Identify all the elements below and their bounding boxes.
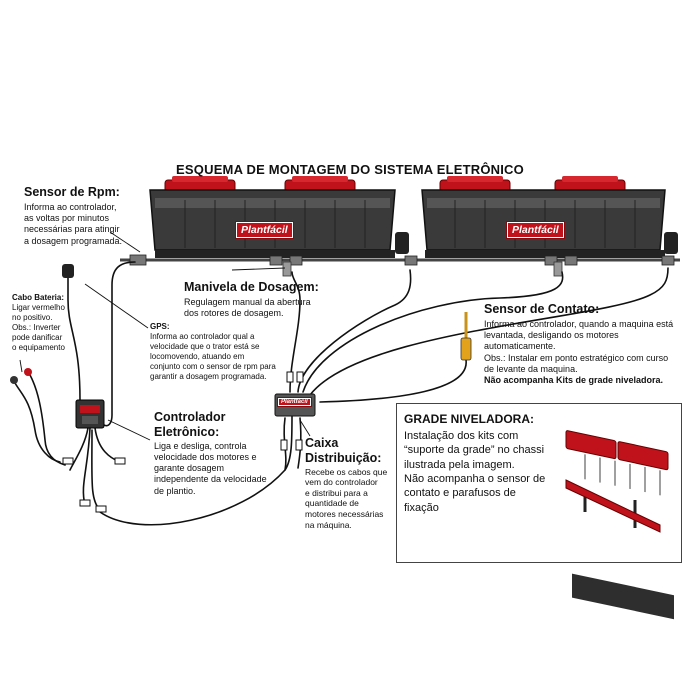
sensor-contato-note: Não acompanha Kits de grade niveladora. xyxy=(484,375,664,385)
brand-logo: Plantfácil xyxy=(236,222,293,238)
sensor-contato-text: Informa ao controlador, quando a maquina… xyxy=(484,319,694,387)
label-sensor-rpm: Sensor de Rpm: Informa ao controlador, a… xyxy=(24,185,164,247)
gps-antenna xyxy=(62,264,74,278)
manivela-text: Regulagem manual da abertura dos rotores… xyxy=(184,296,311,318)
sensor-rpm-heading: Sensor de Rpm: xyxy=(24,185,120,199)
label-cabo-bateria: Cabo Bateria: Ligar vermelho no positivo… xyxy=(12,293,82,353)
hopper-unit-left xyxy=(149,176,409,258)
grade-text: Instalação dos kits com “suporte da grad… xyxy=(404,430,546,514)
battery-clips xyxy=(10,368,32,384)
diagram-title: ESQUEMA DE MONTAGEM DO SISTEMA ELETRÔNIC… xyxy=(176,162,524,177)
contact-sensor xyxy=(460,312,472,361)
sensor-rpm-text: Informa ao controlador, as voltas por mi… xyxy=(24,201,123,246)
grade-niveladora-box xyxy=(396,403,682,563)
label-sensor-contato: Sensor de Contato: Informa ao controlado… xyxy=(484,302,694,386)
cabo-bateria-heading: Cabo Bateria: xyxy=(12,293,65,302)
sensor-contato-heading: Sensor de Contato: xyxy=(484,302,600,316)
caixa-heading: Caixa Distribuição: xyxy=(305,436,382,465)
label-manivela: Manivela de Dosagem: Regulagem manual da… xyxy=(184,280,354,319)
dosage-crank xyxy=(282,261,563,277)
caixa-text: Recebe os cabos que vem do controlador e… xyxy=(305,466,388,530)
grade-illustration xyxy=(565,430,674,620)
motor xyxy=(664,232,678,254)
controller-unit xyxy=(75,399,105,429)
label-gps: GPS: Informa ao controlador qual a veloc… xyxy=(150,322,300,382)
brand-logo: Plantfácil xyxy=(507,222,564,238)
controlador-heading: Controlador Eletrônico: xyxy=(154,410,226,439)
grade-heading: GRADE NIVELADORA: xyxy=(404,412,535,426)
label-controlador: Controlador Eletrônico: Liga e desliga, … xyxy=(154,410,289,497)
hopper-unit-right xyxy=(421,176,678,258)
manivela-heading: Manivela de Dosagem: xyxy=(184,280,319,294)
gps-heading: GPS: xyxy=(150,322,170,331)
brand-logo: Plantfácil xyxy=(278,398,311,406)
label-caixa: Caixa Distribuição: Recebe os cabos que … xyxy=(305,436,400,530)
motor xyxy=(395,232,409,254)
label-grade: GRADE NIVELADORA: Instalação dos kits co… xyxy=(404,412,572,515)
controlador-text: Liga e desliga, controla velocidade dos … xyxy=(154,440,267,496)
pointer-lines xyxy=(19,231,311,441)
